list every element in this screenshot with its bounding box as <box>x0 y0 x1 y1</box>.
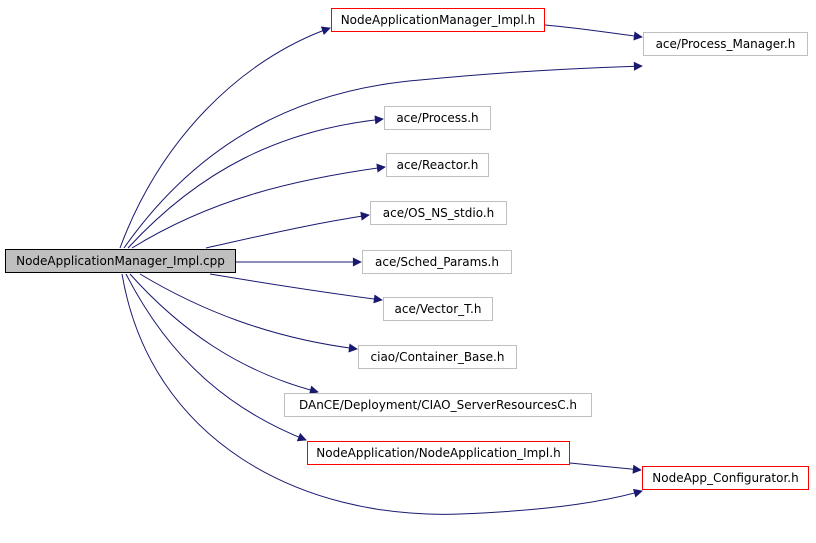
edge-root-to-nam-impl-h <box>119 26 331 249</box>
edge-root-to-process-manager <box>123 61 643 249</box>
edge-root-to-container-base <box>139 273 358 353</box>
node-ace-process: ace/Process.h <box>384 106 491 130</box>
edge-root-to-server-resources <box>129 273 319 395</box>
node-ace-vector-t: ace/Vector_T.h <box>383 297 493 321</box>
node-nodeapplication-impl-h[interactable]: NodeApplication/NodeApplication_Impl.h <box>307 441 570 465</box>
node-ace-sched-params: ace/Sched_Params.h <box>362 250 512 274</box>
node-nodeapplicationmanager-impl-h[interactable]: NodeApplicationManager_Impl.h <box>331 8 545 32</box>
edge-root-to-reactor <box>131 163 386 249</box>
edge-root-to-process <box>127 115 384 249</box>
edge-root-to-nodeapp-impl <box>125 273 307 442</box>
node-ciao-container-base: ciao/Container_Base.h <box>358 345 517 369</box>
edge-nodeapp-impl-to-configurator <box>569 462 642 474</box>
node-ace-os-ns-stdio: ace/OS_NS_stdio.h <box>370 201 507 225</box>
edge-nam-impl-h-to-process-manager <box>544 24 643 41</box>
edge-root-to-vector-t <box>209 273 383 304</box>
edge-root-to-os-ns-stdio <box>205 211 370 249</box>
edge-root-to-configurator <box>121 273 643 515</box>
node-dance-ciao-serverresourcesc: DAnCE/Deployment/CIAO_ServerResourcesC.h <box>284 393 592 417</box>
node-nodeapp-configurator-h[interactable]: NodeApp_Configurator.h <box>642 466 809 490</box>
node-ace-reactor: ace/Reactor.h <box>386 153 489 177</box>
node-ace-process-manager: ace/Process_Manager.h <box>643 32 808 56</box>
node-root-source: NodeApplicationManager_Impl.cpp <box>5 249 236 273</box>
